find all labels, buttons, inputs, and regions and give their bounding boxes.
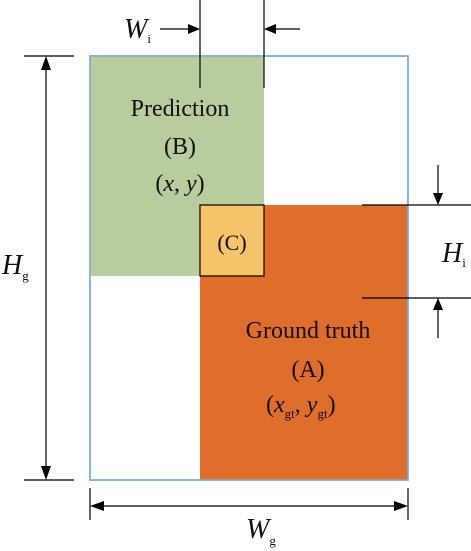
- prediction-coord-open: (: [155, 171, 163, 197]
- prediction-tag: (B): [164, 134, 196, 160]
- prediction-coord-sep: ,: [174, 171, 186, 197]
- wi-letter: W: [124, 14, 150, 45]
- ground-truth-coord-y-sub: gt: [317, 406, 328, 421]
- prediction-coords: (x, y): [155, 171, 204, 197]
- ground-truth-name: Ground truth: [246, 318, 371, 344]
- hi-label: Hi: [441, 238, 466, 270]
- wg-letter: W: [246, 514, 272, 545]
- wi-arrow-right-head: [264, 24, 276, 34]
- hg-label: Hg: [1, 250, 29, 283]
- enclosing-box-border: [89, 55, 409, 481]
- wg-arrow-left-head: [90, 501, 104, 511]
- wi-arrow-left-head: [188, 24, 200, 34]
- hg-arrow-top-head: [41, 56, 51, 70]
- ground-truth-coord-open: (: [266, 392, 274, 418]
- hg-letter: H: [1, 250, 24, 281]
- hi-arrow-top-head: [433, 193, 443, 205]
- ground-truth-coords: (xgt, ygt): [266, 392, 336, 421]
- ground-truth-tag: (A): [291, 357, 324, 383]
- hi-arrow-bottom-head: [433, 298, 443, 310]
- wg-label: Wg: [246, 514, 276, 548]
- ground-truth-coord-sep: ,: [295, 392, 307, 418]
- ground-truth-coord-x-sub: gt: [285, 406, 296, 421]
- prediction-coord-x: x: [162, 171, 174, 197]
- wg-arrow-right-head: [394, 501, 408, 511]
- intersection-tag: (C): [217, 230, 246, 255]
- wi-label: Wi: [124, 14, 151, 46]
- intersection-box: [199, 204, 265, 277]
- prediction-name: Prediction: [131, 96, 230, 122]
- hi-subscript: i: [462, 255, 466, 270]
- hi-letter: H: [441, 238, 464, 269]
- hg-arrow-bottom-head: [41, 466, 51, 480]
- hg-subscript: g: [22, 268, 29, 283]
- prediction-coord-close: ): [197, 171, 205, 197]
- wg-subscript: g: [269, 533, 276, 548]
- ground-truth-coord-x: x: [273, 392, 285, 418]
- ground-truth-coord-y: y: [305, 392, 318, 418]
- ground-truth-coord-close: ): [328, 392, 336, 418]
- wi-subscript: i: [147, 31, 151, 46]
- prediction-coord-y: y: [184, 171, 197, 197]
